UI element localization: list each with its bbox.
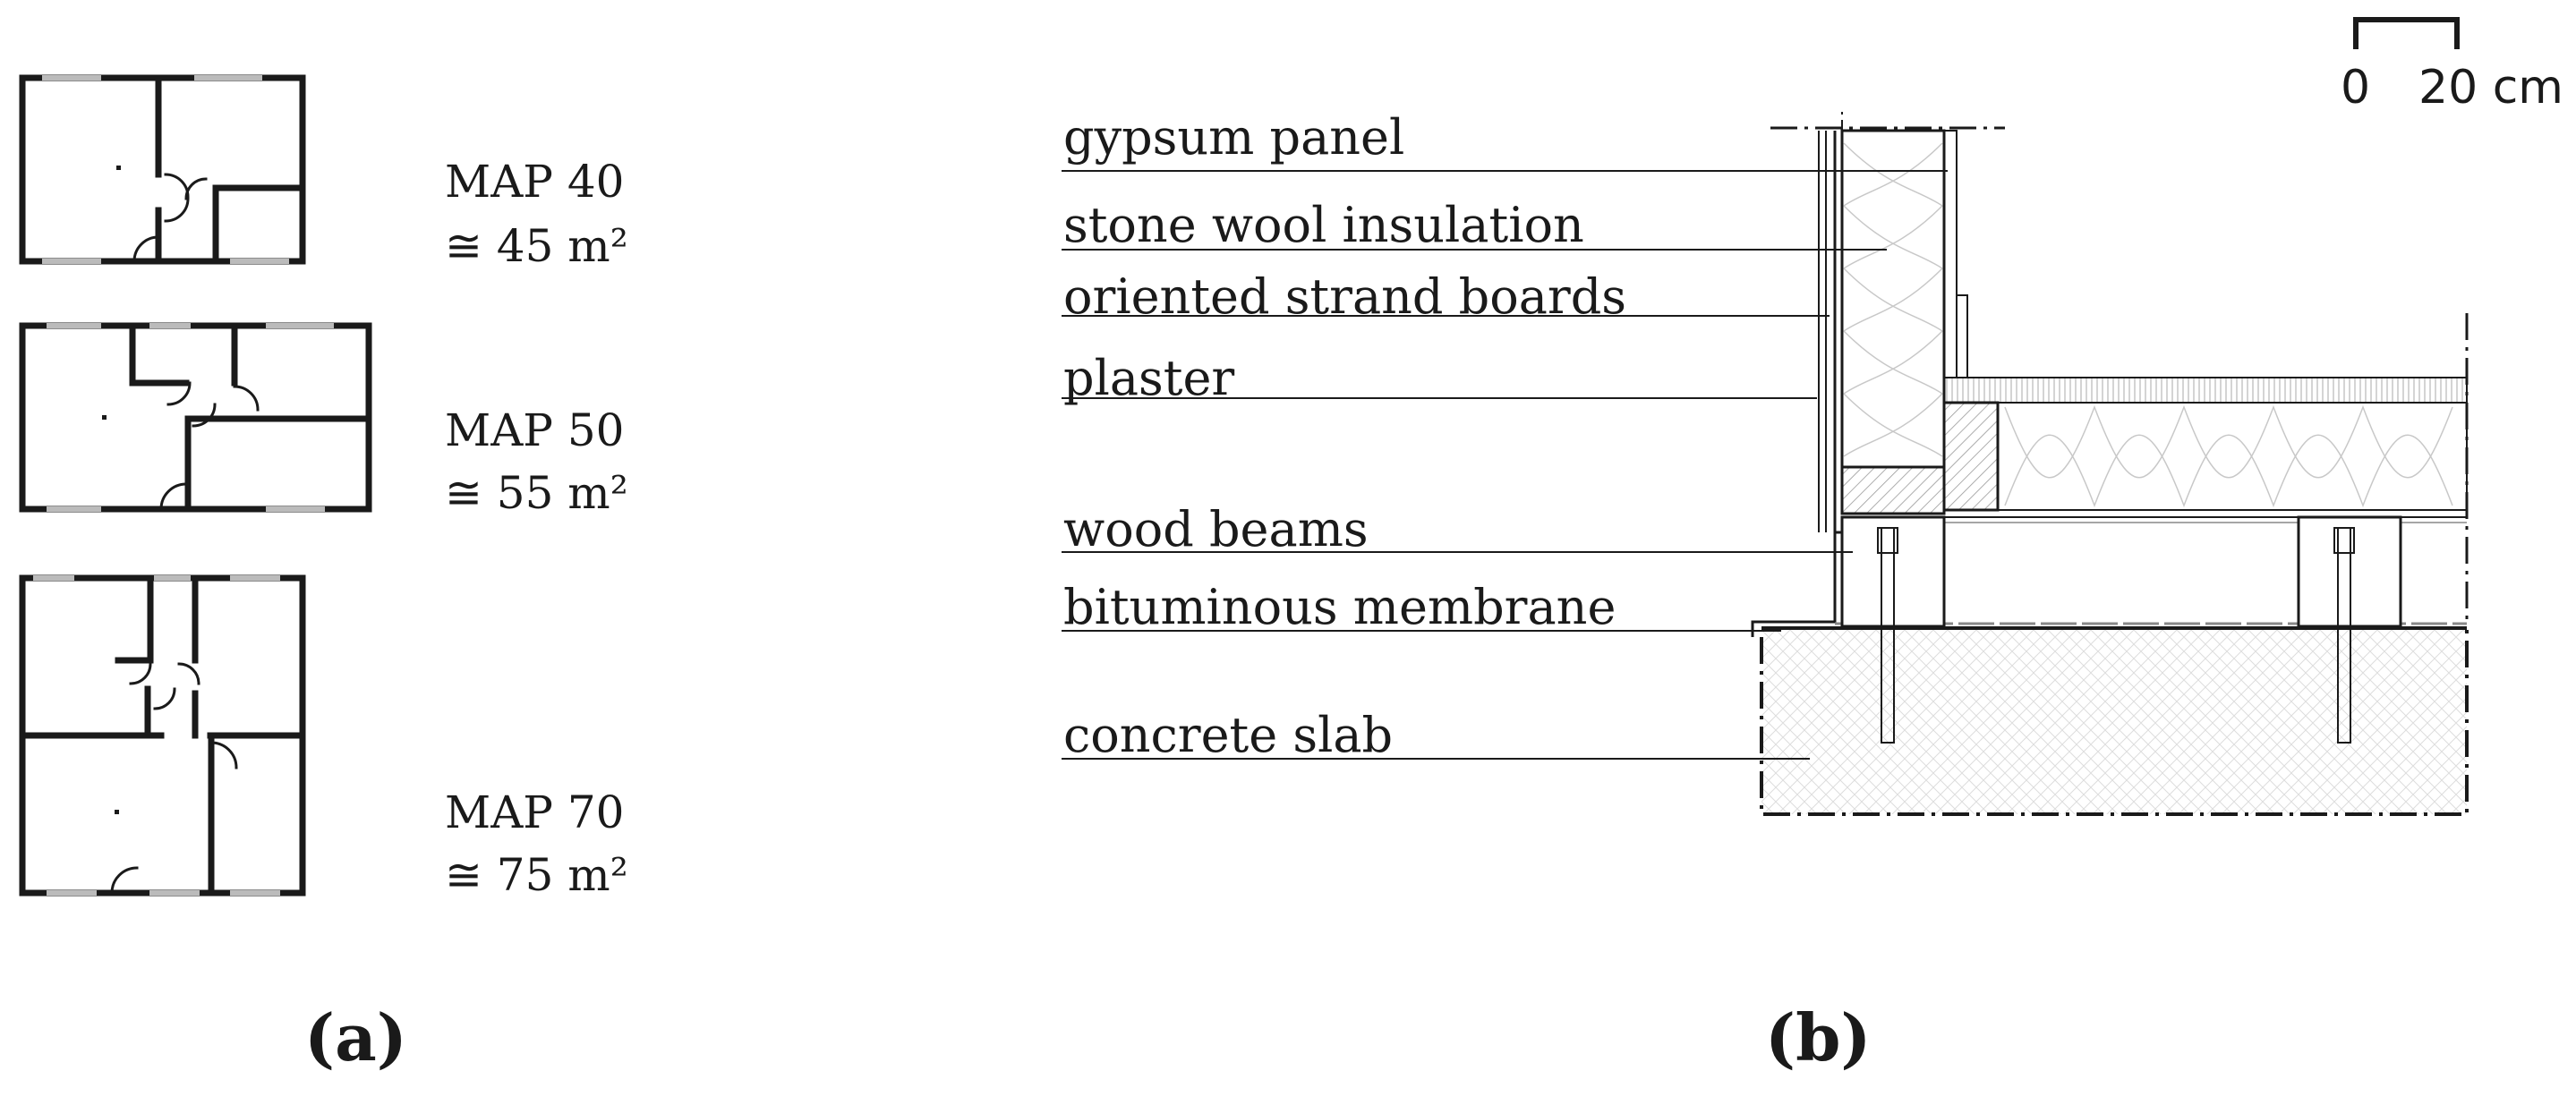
panel-a-labels: MAP 40 ≅ 45 m² MAP 50 ≅ 55 m² MAP 70 ≅ 7… <box>304 156 628 1075</box>
label-wood-beams: wood beams <box>1063 501 1369 557</box>
label-plaster: plaster <box>1063 350 1234 406</box>
plan-name-map-50: MAP 50 <box>445 404 624 456</box>
wood-beams <box>1840 515 2402 744</box>
label-bituminous-membrane: bituminous membrane <box>1063 579 1616 635</box>
label-gypsum-panel: gypsum panel <box>1063 109 1404 166</box>
floor-plan-map-40 <box>19 74 306 265</box>
panel-a <box>19 74 372 897</box>
floor-plan-map-50 <box>19 322 372 513</box>
wall-assembly <box>1770 112 2005 532</box>
plan-name-map-40: MAP 40 <box>445 156 624 208</box>
panel-a-caption: (a) <box>304 999 407 1075</box>
layer-labels: gypsum panel stone wool insulation orien… <box>1063 109 1626 763</box>
concrete-slab <box>1760 626 2469 816</box>
plan-area-map-40: ≅ 45 m² <box>445 220 628 272</box>
scale-end: 20 cm <box>2418 61 2563 115</box>
scale-start: 0 <box>2341 61 2370 115</box>
bituminous-membrane <box>1751 531 1844 637</box>
floor-plan-map-70 <box>19 574 306 897</box>
panel-b-section: 0 20 cm <box>1062 17 2563 1075</box>
label-concrete-slab: concrete slab <box>1063 707 1393 763</box>
floor-assembly <box>1840 313 2469 626</box>
plan-area-map-70: ≅ 75 m² <box>445 849 628 901</box>
leader-lines <box>1062 170 1948 760</box>
plan-area-map-50: ≅ 55 m² <box>445 467 628 519</box>
scale-bar <box>2353 17 2460 49</box>
label-stone-wool-insulation: stone wool insulation <box>1063 197 1584 253</box>
panel-b-caption: (b) <box>1765 999 1871 1075</box>
plan-name-map-70: MAP 70 <box>445 786 624 838</box>
label-oriented-strand-boards: oriented strand boards <box>1063 268 1626 325</box>
